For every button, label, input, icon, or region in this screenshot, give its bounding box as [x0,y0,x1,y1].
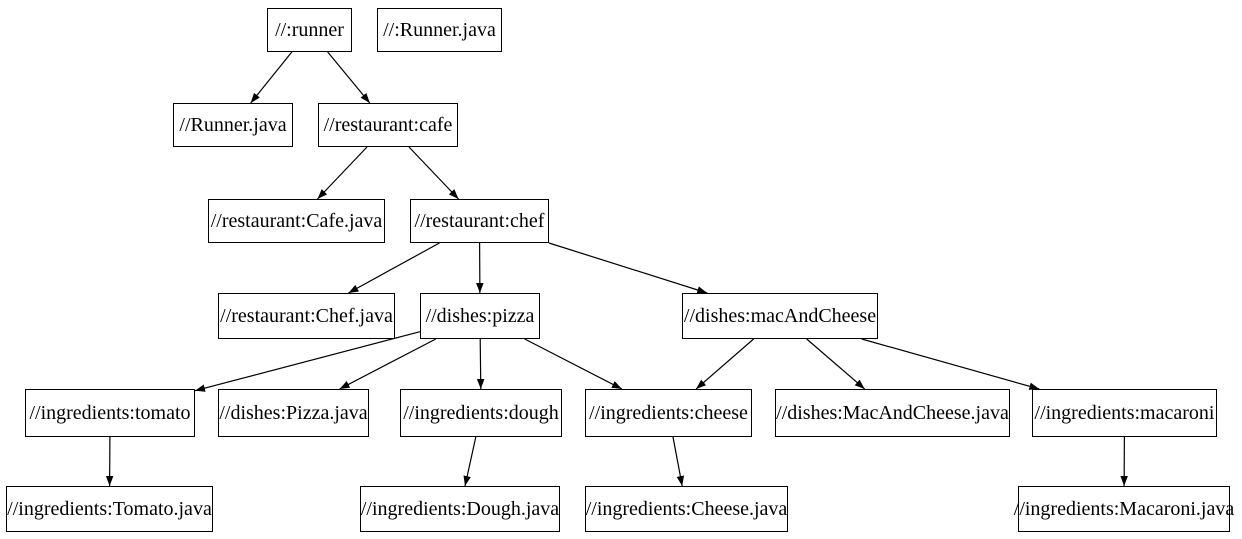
graph-node-label: //Runner.java [179,114,287,136]
graph-edge-target-ingredients-dough-to-file-ingredients-dough-java [463,436,477,487]
graph-node-label: //restaurant:chef [414,210,545,232]
graph-node-target-restaurant-chef: //restaurant:chef [410,199,549,243]
graph-node-file-restaurant-chef-java: //restaurant:Chef.java [218,293,395,339]
graph-edge-target-dishes-macandcheese-to-target-ingredients-cheese [695,338,754,390]
graph-edge-target-ingredients-cheese-to-file-ingredients-cheese-java [672,436,685,487]
graph-node-target-ingredients-tomato: //ingredients:tomato [25,389,195,437]
graph-node-file-dishes-macandcheese-java: //dishes:MacAndCheese.java [775,389,1010,437]
graph-node-label: //ingredients:Macaroni.java [1013,498,1235,520]
graph-edge-target-restaurant-chef-to-file-restaurant-chef-java [348,242,440,294]
graph-node-target-runner: //:runner [267,8,352,52]
graph-edge-target-runner-to-target-restaurant-cafe [327,51,371,104]
graph-node-label: //ingredients:dough [403,402,559,424]
graph-node-target-ingredients-cheese: //ingredients:cheese [585,389,752,437]
graph-edge-target-dishes-pizza-to-target-ingredients-cheese [524,338,623,390]
graph-edge-target-runner-to-file-runner-java [250,51,293,104]
graph-edge-target-restaurant-cafe-to-file-restaurant-cafe-java [317,146,368,200]
graph-node-label: //dishes:pizza [425,305,535,327]
graph-edge-target-dishes-pizza-to-file-dishes-pizza-java [339,338,437,390]
graph-node-label: //dishes:macAndCheese [683,305,877,327]
graph-node-label: //ingredients:Dough.java [360,498,560,520]
graph-node-label: //restaurant:cafe [323,114,453,136]
graph-node-file-ingredients-macaroni-java: //ingredients:Macaroni.java [1014,486,1234,532]
graph-node-label: //dishes:Pizza.java [219,402,368,424]
graph-node-file-root-runner-java: //:Runner.java [377,8,502,52]
graph-node-label: //ingredients:tomato [29,402,191,424]
graph-node-file-ingredients-tomato-java: //ingredients:Tomato.java [6,486,213,532]
graph-node-label: //dishes:MacAndCheese.java [776,402,1009,424]
graph-node-label: //ingredients:cheese [589,402,748,424]
graph-node-target-dishes-pizza: //dishes:pizza [420,293,540,339]
graph-node-target-restaurant-cafe: //restaurant:cafe [318,103,458,147]
graph-node-target-dishes-macandcheese: //dishes:macAndCheese [682,293,878,339]
graph-node-target-ingredients-dough: //ingredients:dough [400,389,562,437]
graph-node-label: //ingredients:Tomato.java [7,498,212,520]
graph-edge-target-dishes-pizza-to-target-ingredients-dough [476,338,485,390]
graph-node-label: //:runner [275,19,344,41]
graph-node-label: //ingredients:macaroni [1034,402,1215,424]
graph-node-label: //restaurant:Cafe.java [210,210,383,232]
graph-node-file-ingredients-dough-java: //ingredients:Dough.java [360,486,560,532]
graph-edge-target-restaurant-chef-to-target-dishes-macandcheese [548,242,708,294]
graph-node-file-ingredients-cheese-java: //ingredients:Cheese.java [585,486,788,532]
graph-edge-target-dishes-macandcheese-to-target-ingredients-macaroni [861,338,1040,390]
graph-node-file-dishes-pizza-java: //dishes:Pizza.java [218,389,369,437]
graph-node-label: //restaurant:Chef.java [220,305,393,327]
graph-node-label: //ingredients:Cheese.java [585,498,788,520]
graph-edge-target-restaurant-cafe-to-target-restaurant-chef [408,146,459,200]
graph-edge-target-dishes-macandcheese-to-file-dishes-macandcheese-java [806,338,866,390]
graph-node-target-ingredients-macaroni: //ingredients:macaroni [1032,389,1217,437]
graph-edge-target-dishes-pizza-to-target-ingredients-tomato [194,331,421,392]
graph-node-file-restaurant-cafe-java: //restaurant:Cafe.java [208,199,385,243]
graph-node-file-runner-java: //Runner.java [173,103,293,147]
graph-node-label: //:Runner.java [383,19,496,41]
